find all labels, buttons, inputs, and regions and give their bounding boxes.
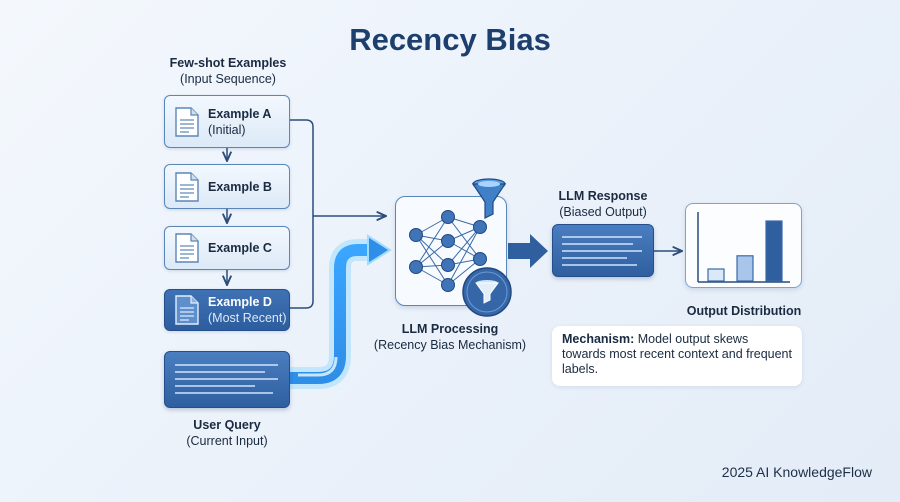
example-b-label: Example B <box>208 179 272 194</box>
user-query-label: User Query <box>193 418 261 432</box>
llm-sub: (Recency Bias Mechanism) <box>373 338 527 352</box>
user-query-sub: (Current Input) <box>186 434 268 448</box>
response-caption: LLM Response (Biased Output) <box>530 188 676 220</box>
response-label: LLM Response <box>558 189 648 203</box>
example-card-d: Example D (Most Recent) <box>164 289 290 331</box>
mechanism-key: Mechanism: <box>562 332 635 346</box>
document-icon <box>175 106 199 137</box>
output-caption: Output Distribution <box>672 303 816 319</box>
example-a-sub: (Initial) <box>208 122 246 137</box>
input-sequence-subtitle: (Input Sequence) <box>180 72 276 86</box>
filter-badge-icon <box>462 267 512 317</box>
llm-caption: LLM Processing (Recency Bias Mechanism) <box>350 321 550 353</box>
llm-label: LLM Processing <box>401 322 499 336</box>
funnel-icon <box>471 178 507 219</box>
example-d-sub: (Most Recent) <box>208 311 287 325</box>
query-text-lines-icon <box>175 364 278 394</box>
example-card-a: Example A (Initial) <box>164 95 290 148</box>
input-sequence-heading: Few-shot Examples (Input Sequence) <box>140 55 316 87</box>
distribution-bar-3 <box>765 220 783 282</box>
document-icon <box>175 233 199 263</box>
example-c-label: Example C <box>208 241 272 255</box>
query-arrowhead <box>367 234 392 266</box>
example-card-b: Example B <box>164 164 290 209</box>
diagram-title: Recency Bias <box>349 22 551 57</box>
query-arrow <box>290 244 372 384</box>
neural-network-icon <box>409 210 487 292</box>
example-d-label: Example D <box>208 295 272 309</box>
mechanism-note: Mechanism: Model output skews towards mo… <box>552 326 802 386</box>
input-sequence-title: Few-shot Examples <box>169 56 287 70</box>
llm-response-box <box>552 224 654 277</box>
bar-chart-icon <box>697 212 790 283</box>
user-query-box <box>164 351 290 408</box>
output-distribution-box <box>685 203 802 288</box>
output-label: Output Distribution <box>686 304 802 318</box>
document-icon <box>175 295 199 325</box>
llm-to-response-arrow <box>508 234 548 268</box>
footer-credit: 2025 AI KnowledgeFlow <box>721 464 872 480</box>
mechanism-text: Model output skews towards most recent c… <box>562 332 792 376</box>
response-text-lines-icon <box>562 236 642 266</box>
response-sub: (Biased Output) <box>559 205 647 219</box>
example-card-c: Example C <box>164 226 290 270</box>
user-query-caption: User Query (Current Input) <box>140 417 314 449</box>
examples-bracket <box>290 119 314 309</box>
distribution-bar-1 <box>707 268 725 282</box>
query-arrow-glow <box>279 239 383 389</box>
distribution-bar-2 <box>736 255 754 282</box>
example-a-label: Example A <box>208 106 272 121</box>
document-icon <box>175 171 199 202</box>
